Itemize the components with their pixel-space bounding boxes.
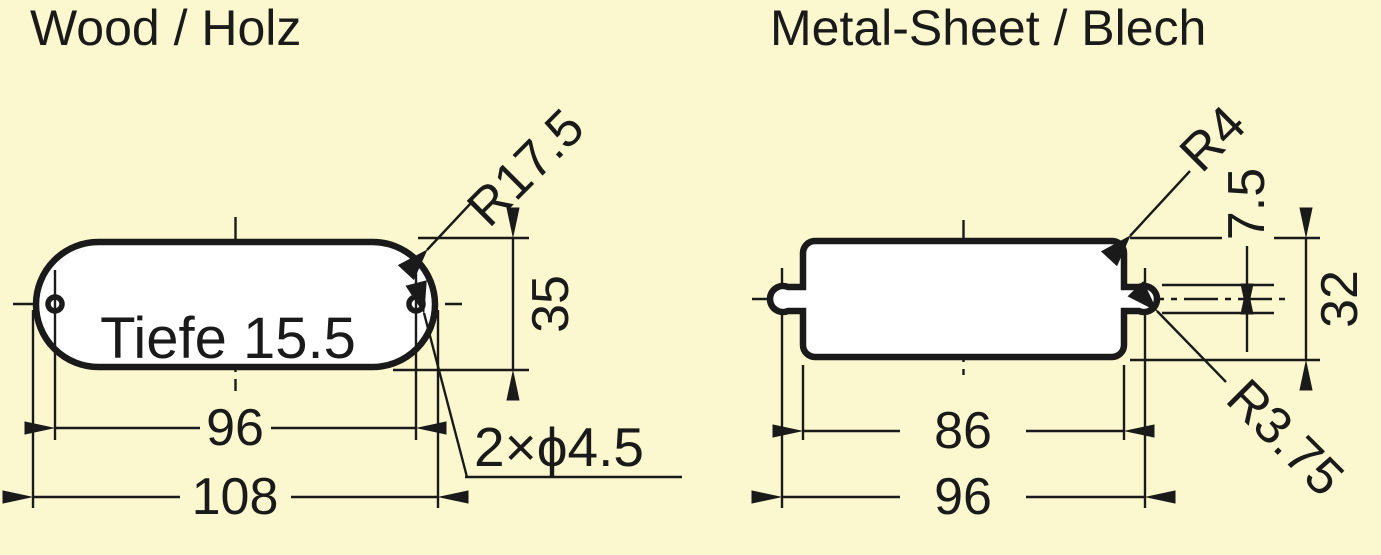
wood-hole-diameter-label: 2×ϕ4.5 (474, 416, 644, 478)
metal-notch-height-dimension: 7.5 (1162, 168, 1276, 352)
metal-notch-radius-leader-line (1127, 281, 1227, 383)
wood-height-label: 35 (522, 275, 580, 333)
metal-height-dimension: 32 (1130, 207, 1369, 391)
wood-hole-diameter-leader-line (405, 280, 469, 478)
metal-view: Metal-Sheet / Blech R4 7.5 32 (751, 0, 1369, 526)
metal-view-title: Metal-Sheet / Blech (770, 0, 1206, 56)
metal-cutout-outline (766, 237, 1161, 361)
metal-corner-radius-leader-line (1100, 170, 1191, 267)
wood-cutout-outline (32, 238, 439, 371)
metal-body-width-label: 86 (934, 402, 992, 460)
wood-depth-note: Tiefe 15.5 (100, 306, 356, 371)
wood-hole-left (45, 294, 65, 314)
wood-view-title: Wood / Holz (30, 0, 301, 56)
wood-hole-diameter-callout: 2×ϕ4.5 (405, 280, 682, 479)
wood-overall-width-dimension: 108 (2, 310, 469, 526)
wood-hole-spacing-label: 96 (206, 399, 264, 457)
wood-height-dimension: 35 (393, 207, 580, 401)
metal-height-label: 32 (1311, 270, 1369, 328)
wood-corner-radius-leader-line (397, 202, 472, 281)
wood-overall-width-label: 108 (192, 468, 279, 526)
metal-body-width-dimension: 86 (772, 365, 1155, 460)
metal-hole-spacing-dimension: 96 (751, 468, 1176, 526)
metal-hole-spacing-label: 96 (934, 468, 992, 526)
metal-notch-height-label: 7.5 (1218, 168, 1276, 240)
wood-hole-spacing-dimension: 96 (24, 399, 447, 457)
